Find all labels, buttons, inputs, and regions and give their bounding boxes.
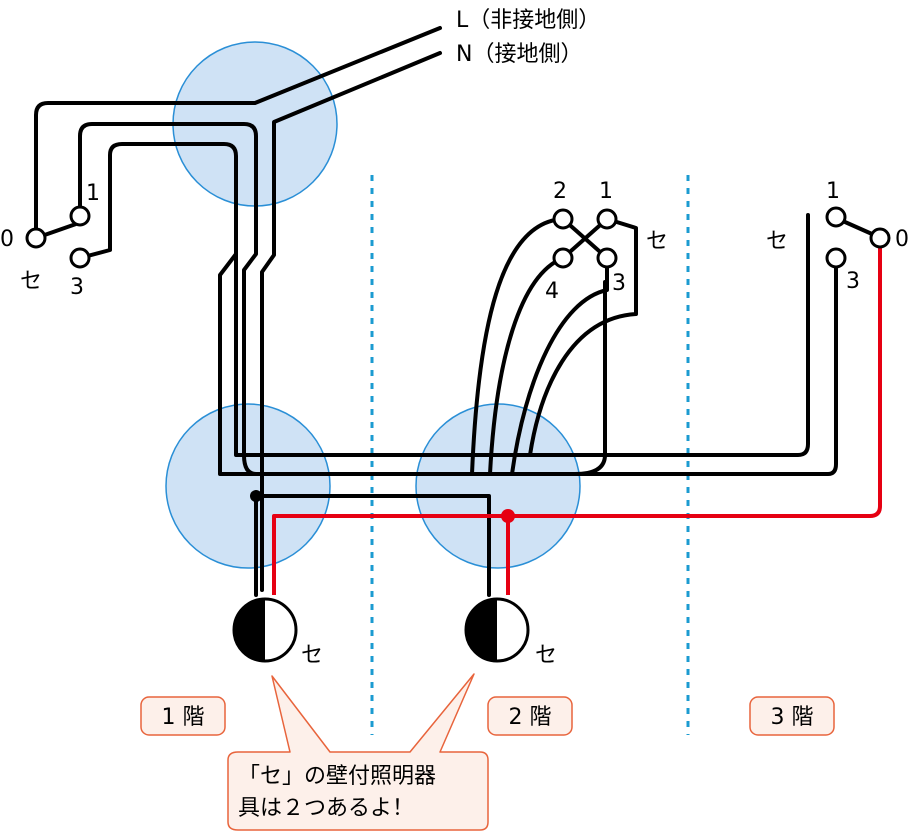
- switch-floor1-label-3: 3: [70, 275, 84, 300]
- switch-floor2-terminal-1: [596, 208, 618, 230]
- callout-line-1: 「セ」の壁付照明器: [238, 764, 436, 789]
- switch-floor1-label-1: 1: [86, 181, 100, 206]
- lamp-floor1: セ: [232, 597, 323, 668]
- supply-neutral-label: N（接地側）: [456, 42, 582, 67]
- switch-floor2-label-2: 2: [553, 179, 567, 204]
- switch-floor3-terminal-3: [825, 247, 847, 269]
- junction-dot-black: [250, 490, 262, 502]
- switch-floor1-mark: セ: [20, 269, 42, 294]
- switch-floor1: 0 1 3 セ: [0, 181, 100, 300]
- switch-floor1-label-0: 0: [0, 227, 14, 252]
- switch-floor3: 1 3 0 セ: [766, 179, 909, 294]
- junction-box-floor1: [165, 403, 331, 569]
- supply-line-label: L（非接地側）: [456, 8, 600, 33]
- wire-neutral-bus: [254, 494, 491, 597]
- switch-floor2-terminal-3: [596, 247, 618, 269]
- switch-floor2-mark: セ: [646, 229, 668, 254]
- floor-label-2-text: 2 階: [509, 705, 552, 730]
- floor-label-1-text: 1 階: [162, 705, 205, 730]
- wire-sw2-t2: [470, 217, 565, 476]
- wire-l-supply: [34, 26, 442, 230]
- floor-label-2: 2 階: [487, 696, 573, 736]
- floor-label-3-text: 3 階: [771, 705, 814, 730]
- switch-floor2-terminal-4: [552, 247, 574, 269]
- switch-floor1-terminal-3: [69, 247, 91, 269]
- switch-floor2-label-3: 3: [612, 271, 626, 296]
- switch-floor3-label-3: 3: [846, 269, 860, 294]
- wire-sw2-t4: [488, 256, 565, 476]
- lamp-floor1-mark: セ: [301, 643, 323, 668]
- lamp-floor2: セ: [464, 597, 557, 668]
- switch-floor2-label-1: 1: [599, 179, 613, 204]
- wire-n-supply: [260, 51, 442, 592]
- red-wire-lamp-feed: [272, 238, 882, 595]
- junction-box-floor2: [415, 403, 581, 569]
- floor-label-3: 3 階: [749, 696, 835, 736]
- callout-line-2: 具は２つあるよ！: [238, 796, 414, 821]
- red-wires: [272, 238, 882, 595]
- switch-floor3-mark: セ: [766, 229, 788, 254]
- switch-floor2: 2 1 4 3 セ: [545, 179, 668, 304]
- wire-sw2-t1: [528, 217, 638, 457]
- wire-sw2-t3: [510, 256, 609, 476]
- lamp-floor2-mark: セ: [535, 643, 557, 668]
- callout-balloon: 「セ」の壁付照明器 具は２つあるよ！: [227, 673, 489, 831]
- black-wires: [34, 26, 838, 597]
- switch-floor3-terminal-0: [869, 227, 891, 249]
- floor-label-1: 1 階: [140, 696, 226, 736]
- switch-floor1-terminal-0: [25, 227, 47, 249]
- switch-floor3-terminal-1: [825, 206, 847, 228]
- switch-floor2-terminal-2: [552, 208, 574, 230]
- junction-dot-red: [501, 509, 515, 523]
- wire-floor1-to-floor3: [234, 213, 810, 457]
- switch-floor3-label-1: 1: [826, 179, 840, 204]
- switch-floor2-label-4: 4: [545, 279, 559, 304]
- switch-floor3-label-0: 0: [895, 227, 909, 252]
- wire-sw1-t3: [78, 142, 838, 476]
- switch-floor1-terminal-1: [69, 205, 91, 227]
